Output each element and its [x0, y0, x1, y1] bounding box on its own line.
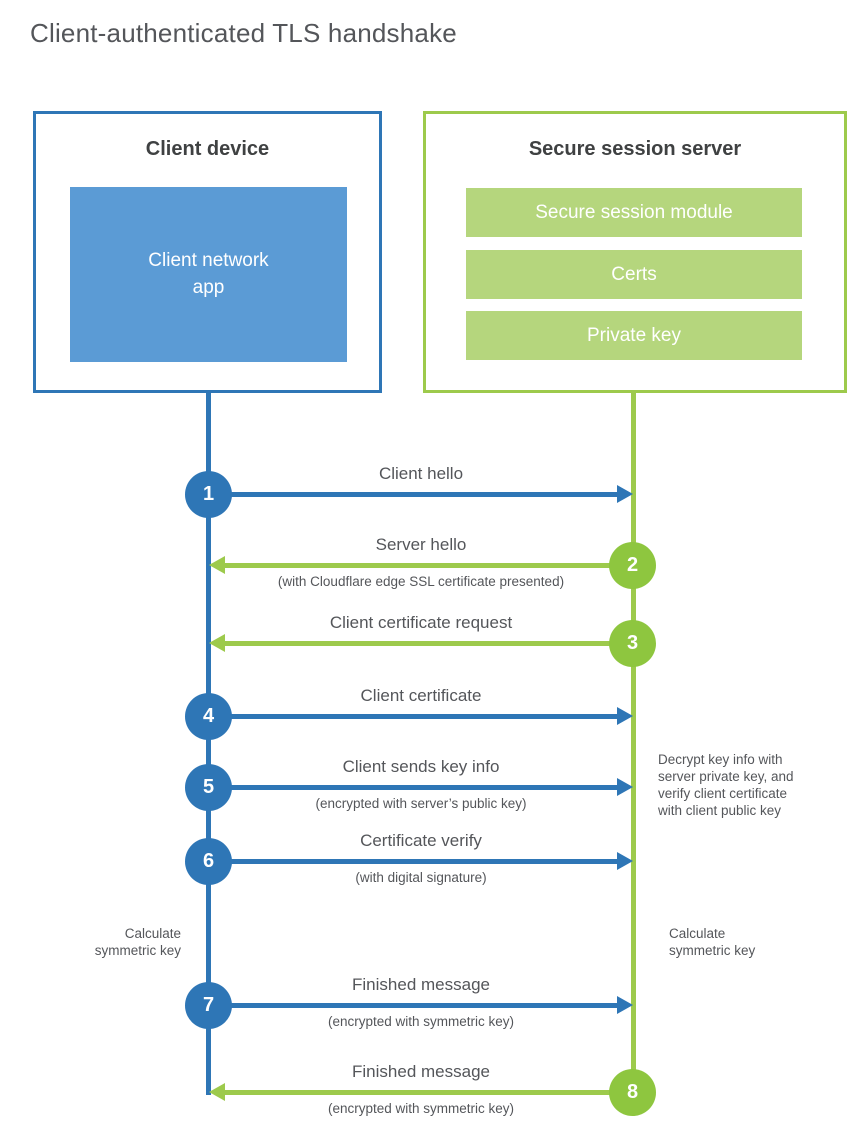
- step-1-label: Client hello: [378, 464, 464, 483]
- step-5-sublabel: (encrypted with server’s public key): [315, 796, 527, 811]
- step-3-arrowhead-icon: [209, 634, 225, 652]
- step-2-sublabel: (with Cloudflare edge SSL certificate pr…: [277, 574, 565, 589]
- secure-session-server-box: Secure session server Secure session mod…: [423, 111, 847, 393]
- step-6-arrow: [209, 858, 618, 864]
- certs-label: Certs: [611, 263, 657, 285]
- step-8-arrow: [224, 1089, 633, 1095]
- step-5-arrowhead-icon: [617, 778, 633, 796]
- certs-bar: Certs: [466, 250, 802, 299]
- step-4-arrow: [209, 713, 618, 719]
- step-4-arrowhead-icon: [617, 707, 633, 725]
- step-2-label: Server hello: [375, 535, 467, 554]
- secure-session-module-label: Secure session module: [535, 201, 733, 223]
- step-5-circle: 5: [185, 763, 232, 811]
- step-1-arrow: [209, 491, 618, 497]
- private-key-bar: Private key: [466, 311, 802, 360]
- private-key-label: Private key: [587, 324, 681, 346]
- step-7-arrow: [209, 1002, 618, 1008]
- step-6-sublabel: (with digital signature): [355, 870, 487, 885]
- step-2-circle: 2: [609, 541, 656, 589]
- secure-session-module-bar: Secure session module: [466, 188, 802, 237]
- step-2-arrowhead-icon: [209, 556, 225, 574]
- calculate-symmetric-key-note-client: Calculate symmetric key: [94, 926, 181, 958]
- page-title: Client-authenticated TLS handshake: [30, 18, 457, 48]
- secure-session-server-title: Secure session server: [528, 138, 742, 160]
- step-1-arrowhead-icon: [617, 485, 633, 503]
- client-network-app-box: Client network app: [70, 187, 347, 362]
- decrypt-key-note: Decrypt key info with server private key…: [658, 752, 794, 818]
- server-lifeline: [631, 393, 636, 1095]
- client-lifeline: [206, 393, 211, 1095]
- step-6-circle: 6: [185, 837, 232, 885]
- step-8-label: Finished message: [352, 1062, 490, 1081]
- step-1-circle: 1: [185, 470, 232, 518]
- step-5-arrow: [209, 784, 618, 790]
- step-7-label: Finished message: [352, 975, 490, 994]
- step-8-sublabel: (encrypted with symmetric key): [327, 1101, 515, 1116]
- client-network-app-label: Client network app: [148, 249, 269, 298]
- step-5-label: Client sends key info: [342, 757, 500, 776]
- client-device-title: Client device: [145, 138, 270, 160]
- step-7-arrowhead-icon: [617, 996, 633, 1014]
- step-6-arrowhead-icon: [617, 852, 633, 870]
- step-7-sublabel: (encrypted with symmetric key): [327, 1014, 515, 1029]
- step-2-arrow: [224, 562, 633, 568]
- calculate-symmetric-key-note-server: Calculate symmetric key: [669, 926, 756, 958]
- step-7-circle: 7: [185, 981, 232, 1029]
- step-4-label: Client certificate: [360, 686, 482, 705]
- step-6-label: Certificate verify: [360, 831, 482, 850]
- step-4-circle: 4: [185, 692, 232, 740]
- step-8-circle: 8: [609, 1068, 656, 1116]
- step-3-circle: 3: [609, 619, 656, 667]
- step-8-arrowhead-icon: [209, 1083, 225, 1101]
- step-3-label: Client certificate request: [329, 613, 513, 632]
- step-3-arrow: [224, 640, 633, 646]
- client-device-box: Client device Client network app: [33, 111, 382, 393]
